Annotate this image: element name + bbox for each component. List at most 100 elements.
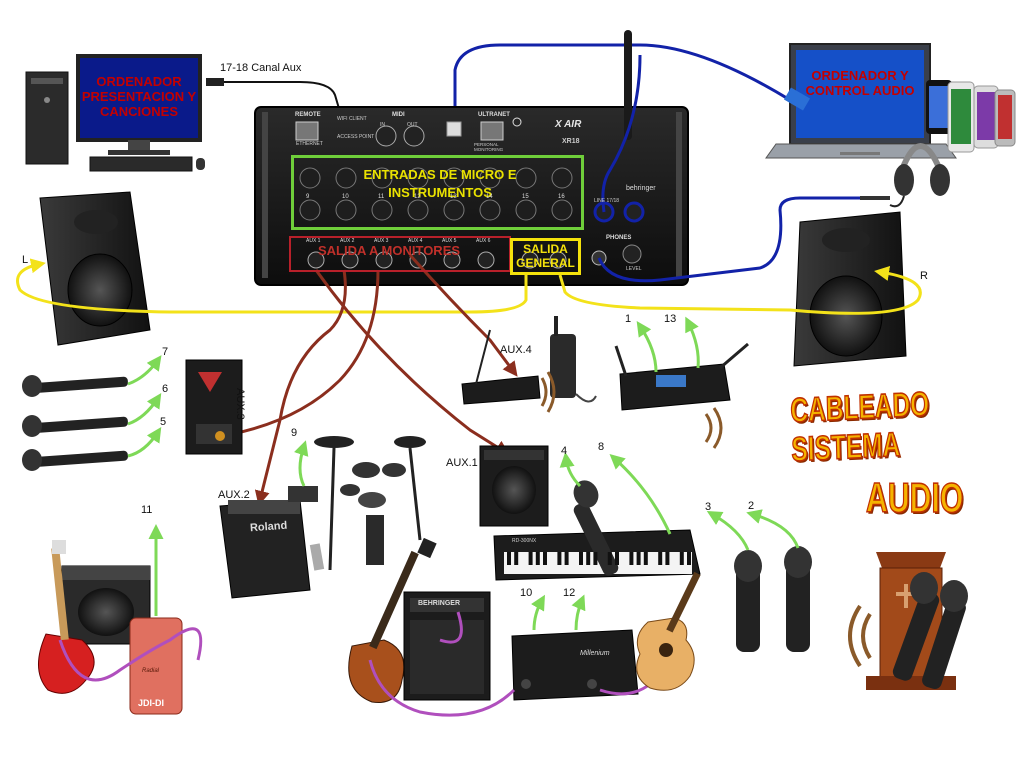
mixer-midi-in: IN [380,122,385,128]
aux-out-jack-1 [307,251,325,269]
input-number-16: 16 [558,194,565,200]
mixer-level-label: LEVEL [626,266,642,272]
electric-guitar [38,540,95,694]
speaker-right-label: R [920,270,928,282]
bass-guitar [348,537,437,704]
aux-out-label-1: AUX 1 [306,238,321,244]
line-in-cable [601,54,642,213]
black-key [557,552,562,565]
roland-monitor-amp [219,499,311,599]
inputs-highlight-box [291,155,584,230]
black-key [514,552,519,565]
black-key [629,552,634,565]
aux-channel-label: 17-18 Canal Aux [220,62,302,74]
keyboard-model: RD-300NX [512,538,537,544]
aux2-cable [254,269,347,506]
guitar-di-cable [58,627,203,682]
keyboard-pc [89,156,193,172]
di-box-model: JDI-DI [138,698,165,708]
personal-monitor-mixer [185,359,243,455]
input-jack-11 [371,199,393,221]
black-key [658,552,663,565]
headphones [889,143,950,208]
diagram-title-line2: AUDIO [865,473,964,522]
mixer-phones-label: PHONES [606,235,632,241]
black-key [528,552,533,565]
aux-out-label-3: AUX 3 [374,238,389,244]
input-jack-16 [551,199,573,221]
smartphones [926,80,1016,153]
input-number-10: 10 [342,194,349,200]
mics-left [22,375,128,471]
phones-knob[interactable] [622,244,642,264]
desktop-computer [25,54,205,172]
aux-out-jack-5 [443,251,461,269]
black-key [687,552,691,565]
main-out-cable-left [16,258,528,314]
black-key [607,552,612,565]
black-key [679,552,684,565]
aux3-label: AUX.3 [234,388,246,420]
aux-out-jack-4 [409,251,427,269]
vocal-mic-4 [573,480,619,576]
black-key [564,552,569,565]
aux-outputs [307,251,495,269]
electronic-drum-kit [288,436,426,571]
antenna [624,30,632,140]
mixer-model: X AIR [555,119,582,130]
phones-cable [597,196,860,283]
input-jack-14 [479,199,501,221]
input-jack-7 [515,167,537,189]
mixer-model-code: XR18 [562,138,580,145]
channel-12-label: 12 [563,587,576,599]
main-output-label: SALIDA GENERAL [516,242,575,270]
aux-out-jack-3 [375,251,393,269]
diagram-title-line1: CABLEADO SISTEMA [789,385,930,470]
bass-amp-cable [439,611,463,644]
bass-di-cable [368,659,516,717]
inputs-row-2 [299,199,573,221]
aux-out-jack-6 [477,251,495,269]
laptop-screen [796,50,924,138]
black-key [579,552,583,565]
mixer-remote-label: REMOTE [295,112,321,118]
usb-cable [453,43,791,122]
aux3-cable [226,269,380,440]
acoustic-guitar [636,571,701,691]
presentation-computer-label: ORDENADOR PRESENTACION Y CANCIONES [81,73,197,119]
channel-5-label: 5 [160,416,167,428]
main-output-box [510,238,581,275]
black-key [593,552,598,565]
speaker-left [39,191,151,346]
input-jack-6 [479,167,501,189]
black-key [586,552,591,565]
channel-2-label: 2 [748,500,755,512]
aux1-label: AUX.1 [446,457,478,469]
aux-cable [207,81,341,113]
black-key [535,552,540,565]
line-in-18 [623,201,645,223]
wireless-in-ear-system [461,316,597,413]
input-jack-12 [407,199,429,221]
mixer-brand: behringer [626,185,656,192]
input-jack-2 [335,167,357,189]
channel-3-label: 3 [705,501,712,513]
input-jack-3 [371,167,393,189]
inputs-row-1 [299,167,573,189]
mixer-midi-label: MIDI [392,112,405,118]
speaker-left-label: L [22,254,29,266]
aux-out-label-6: AUX 6 [476,238,491,244]
channel-13-label: 13 [664,313,677,325]
monitor-screen [76,54,202,142]
aux4-label: AUX.4 [500,344,532,356]
aux-out-label-4: AUX 4 [408,238,423,244]
aux2-label: AUX.2 [218,489,250,501]
millenium-di [511,629,639,701]
input-jack-13 [443,199,465,221]
pulpit [848,552,968,690]
mixer-access-point-label: ACCESS POINT [337,134,375,140]
black-key [543,552,547,565]
aux-out-label-2: AUX 2 [340,238,355,244]
